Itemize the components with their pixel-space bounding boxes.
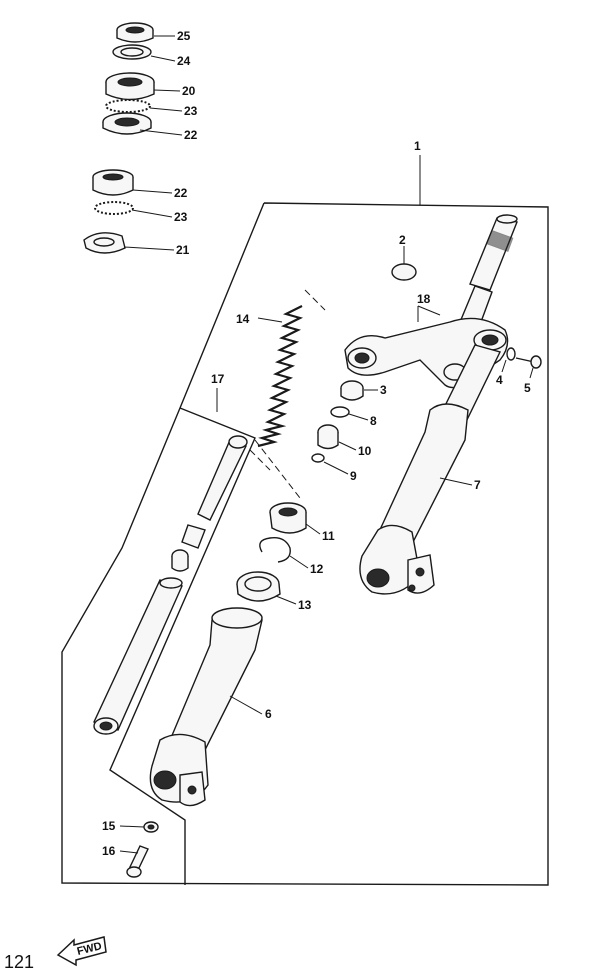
circlip-12 [259,537,291,563]
washer-4 [506,347,516,361]
callout-5: 5 [524,381,531,395]
callout-18: 18 [417,292,431,306]
bolt-5 [515,355,542,369]
callout-15: 15 [102,819,116,833]
callout-24: 24 [177,54,191,68]
callout-21: 21 [176,243,190,257]
callout-6: 6 [265,707,272,721]
washer-24 [112,44,152,60]
dust-seal-21 [83,232,126,254]
clip-9 [311,453,325,463]
callout-23-upper: 23 [184,104,198,118]
washer-15 [143,821,159,833]
oring-8 [330,406,350,418]
inner-tube-left [93,577,183,735]
ball-bearing-23-upper [105,99,151,113]
page-number: 121 [4,952,34,972]
callout-22-lower: 22 [174,186,188,200]
callout-1: 1 [414,139,421,153]
ball-bearing-23-lower [94,201,134,215]
fwd-label: FWD [76,940,103,958]
fork-tube-right-upper [459,214,518,331]
callout-22-upper: 22 [184,128,198,142]
callout-7: 7 [474,478,481,492]
inner-subassembly-outline [109,407,256,885]
callout-14: 14 [236,312,250,326]
oil-seal-11 [269,502,307,534]
ball-race-22-upper [102,112,152,135]
rebound-spring-17 [181,524,206,549]
callout-13: 13 [298,598,312,612]
plug-3 [340,380,364,401]
callout-2: 2 [399,233,406,247]
fork-spring-14 [249,289,326,471]
callout-11: 11 [322,529,335,543]
ring-nut-25 [116,22,154,43]
callout-4: 4 [496,373,503,387]
assembly-outline [61,202,549,886]
outer-tube-right-7 [359,344,501,595]
upper-race-20 [105,72,155,101]
outer-tube-left-6 [149,607,263,807]
callout-17: 17 [211,372,225,386]
assembly-line [254,439,301,499]
leader-lines [119,35,534,854]
dust-seal-13 [236,571,281,602]
damper-rod-17 [197,435,248,521]
bolt-16 [126,845,149,878]
fwd-arrow-icon: FWD [56,936,107,967]
cap-2 [391,263,417,281]
callout-8: 8 [370,414,377,428]
callout-16: 16 [102,844,116,858]
callout-10: 10 [358,444,372,458]
callout-20: 20 [182,84,196,98]
callout-12: 12 [310,562,324,576]
callout-9: 9 [350,469,357,483]
seat-piston [171,549,189,572]
ball-race-22-lower [92,169,134,196]
callout-23-lower: 23 [174,210,188,224]
piston-ring-10 [317,424,339,450]
callout-25: 25 [177,29,191,43]
callout-3: 3 [380,383,387,397]
